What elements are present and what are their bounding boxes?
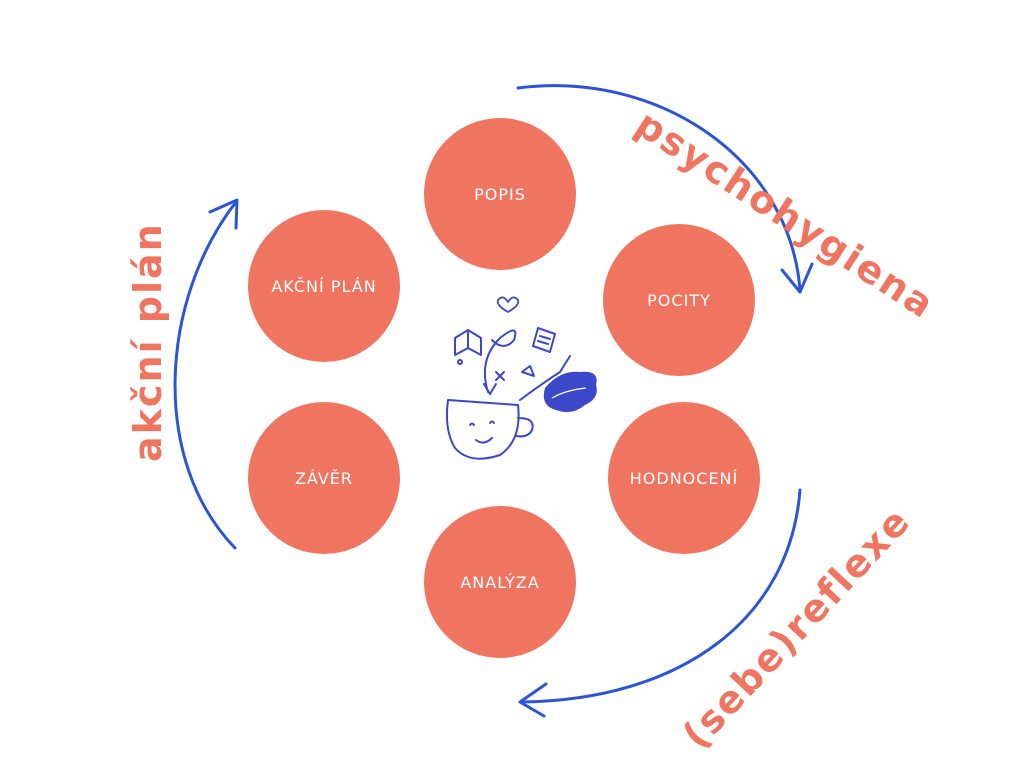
step-analyza: ANALÝZA bbox=[424, 506, 576, 658]
step-hodnoceni-label: HODNOCENÍ bbox=[629, 468, 739, 488]
step-pocity-label: POCITY bbox=[647, 290, 711, 310]
arrow-akcni-plan bbox=[173, 200, 238, 550]
step-zaver-label: ZÁVĚR bbox=[294, 468, 354, 488]
step-analyza-label: ANALÝZA bbox=[460, 572, 540, 592]
arrow-psychohygiena bbox=[516, 84, 802, 292]
step-popis: POPIS bbox=[424, 118, 576, 270]
step-zaver: ZÁVĚR bbox=[248, 402, 400, 554]
step-popis-label: POPIS bbox=[474, 184, 526, 204]
step-akcni-plan: AKČNÍ PLÁN bbox=[248, 210, 400, 362]
step-hodnoceni: HODNOCENÍ bbox=[608, 402, 760, 554]
step-pocity: POCITY bbox=[603, 224, 755, 376]
label-akcni-plan: akční plán bbox=[126, 222, 170, 462]
step-akcni-plan-label: AKČNÍ PLÁN bbox=[271, 276, 377, 296]
arrow-sebereflexe bbox=[520, 488, 802, 704]
